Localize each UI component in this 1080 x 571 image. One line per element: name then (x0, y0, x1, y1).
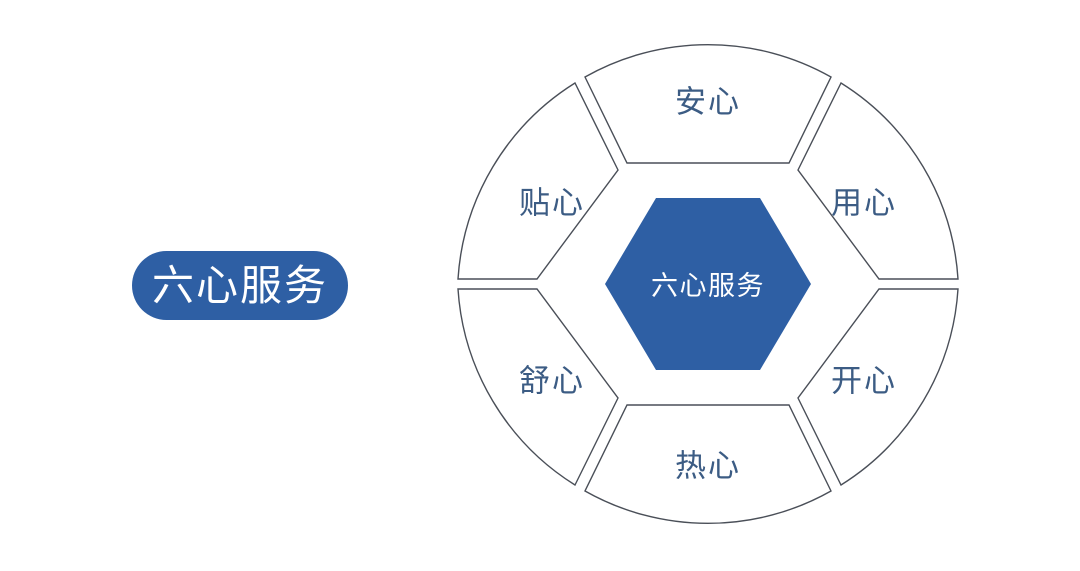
segment-upper-left-label: 贴心 (519, 186, 585, 221)
segment-top[interactable]: 安心 (584, 43, 832, 164)
segment-lower-left[interactable]: 舒心 (457, 288, 619, 487)
segment-lower-right-label: 开心 (831, 364, 897, 399)
segment-lower-left-label: 舒心 (519, 364, 585, 399)
segment-upper-right-label: 用心 (831, 186, 897, 221)
six-hearts-badge[interactable]: 六心服务 (132, 251, 348, 320)
badge-label: 六心服务 (151, 261, 328, 309)
segment-lower-right[interactable]: 开心 (797, 288, 959, 487)
segment-top-label: 安心 (675, 85, 741, 120)
segment-upper-right[interactable]: 用心 (797, 81, 959, 280)
segment-upper-left[interactable]: 贴心 (457, 81, 619, 280)
segment-bottom[interactable]: 热心 (584, 404, 832, 525)
center-hexagon[interactable]: 六心服务 (605, 198, 811, 370)
center-hexagon-label: 六心服务 (651, 271, 765, 301)
six-hearts-diagram: 安心 用心 开心 热心 舒心 (450, 18, 970, 558)
segment-bottom-label: 热心 (675, 449, 741, 484)
